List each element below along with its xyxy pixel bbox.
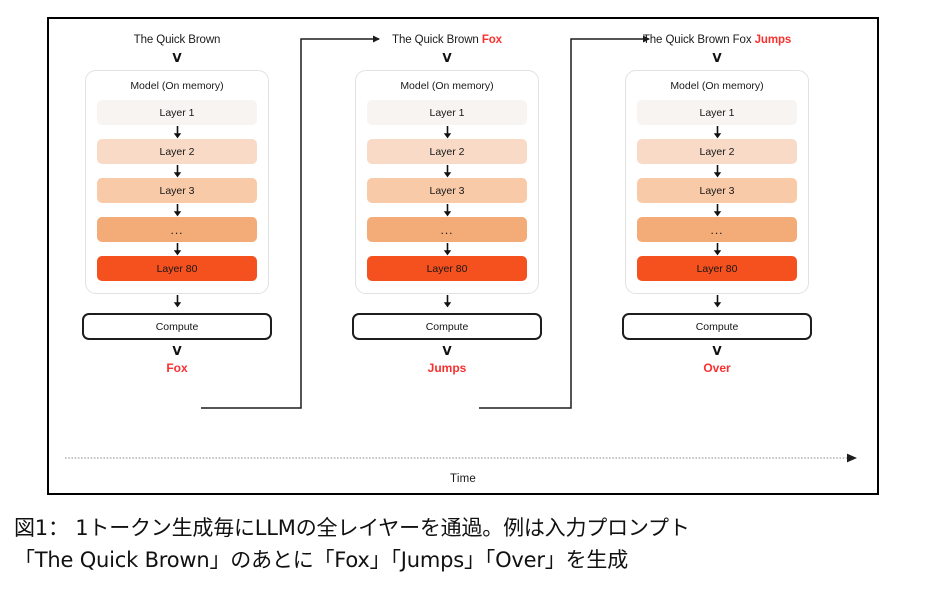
column-3-compute-box: Compute	[622, 313, 812, 340]
caption-line-2: 「The Quick Brown」のあとに「Fox」「Jumps」「Over」を…	[14, 548, 629, 572]
layer-row: ...	[637, 217, 797, 242]
time-axis-label: Time	[450, 473, 476, 485]
layer-row: Layer 80	[637, 256, 797, 281]
arrow-down-icon	[637, 242, 797, 256]
column-3-prompt-header: The Quick Brown Fox Jumps	[607, 33, 827, 47]
caption-line-1: 図1： 1トークン生成毎にLLMの全レイヤーを通過。例は入力プロンプト	[14, 516, 690, 540]
chevron-down-icon: V	[442, 51, 452, 65]
chevron-down-icon: V	[712, 344, 722, 358]
generation-step-column-3: The Quick Brown Fox Jumps V Model (On me…	[607, 33, 827, 376]
arrow-down-icon	[607, 294, 827, 308]
arrow-down-icon	[367, 164, 527, 178]
chevron-down-icon: V	[172, 344, 182, 358]
layer-row: Layer 2	[637, 139, 797, 164]
arrow-down-icon	[97, 164, 257, 178]
arrow-down-icon	[337, 294, 557, 308]
layer-row: Layer 1	[637, 100, 797, 125]
layer-row: Layer 1	[367, 100, 527, 125]
arrow-down-icon	[637, 125, 797, 139]
figure-frame: The Quick Brown V Model (On memory) Laye…	[47, 17, 879, 495]
chevron-down-icon: V	[172, 51, 182, 65]
generation-step-column-2: The Quick Brown Fox V Model (On memory) …	[337, 33, 557, 376]
column-2-new-token: Fox	[481, 34, 502, 46]
column-2-compute-box: Compute	[352, 313, 542, 340]
arrow-down-icon	[97, 125, 257, 139]
column-2-model-panel: Model (On memory) Layer 1 Layer 2 Layer …	[355, 70, 539, 294]
layer-row: Layer 80	[367, 256, 527, 281]
arrow-down-icon	[637, 203, 797, 217]
figure-caption: 図1： 1トークン生成毎にLLMの全レイヤーを通過。例は入力プロンプト 「The…	[14, 512, 924, 576]
layer-row: Layer 3	[97, 178, 257, 203]
layer-row: Layer 3	[637, 178, 797, 203]
column-2-prompt-prefix: The Quick Brown	[392, 34, 482, 46]
layer-row: ...	[97, 217, 257, 242]
arrow-down-icon	[637, 164, 797, 178]
column-2-prompt-header: The Quick Brown Fox	[337, 33, 557, 47]
layer-row: Layer 2	[367, 139, 527, 164]
chevron-down-icon: V	[712, 51, 722, 65]
column-1-output-token: Fox	[166, 361, 188, 375]
column-1-model-panel: Model (On memory) Layer 1 Layer 2 Layer …	[85, 70, 269, 294]
arrow-down-icon	[67, 294, 287, 308]
time-axis: Time	[65, 453, 861, 485]
arrow-down-icon	[97, 242, 257, 256]
column-1-model-title: Model (On memory)	[130, 80, 224, 92]
arrow-down-icon	[367, 125, 527, 139]
column-1-prompt-header: The Quick Brown	[67, 33, 287, 47]
arrow-down-icon	[367, 242, 527, 256]
column-3-new-token: Jumps	[754, 34, 792, 46]
column-1-prompt-prefix: The Quick Brown	[133, 34, 221, 46]
column-1-compute-box: Compute	[82, 313, 272, 340]
chevron-down-icon: V	[442, 344, 452, 358]
arrow-down-icon	[97, 203, 257, 217]
layer-row: Layer 3	[367, 178, 527, 203]
layer-row: Layer 2	[97, 139, 257, 164]
column-2-output-token: Jumps	[427, 361, 467, 375]
layer-row: Layer 80	[97, 256, 257, 281]
column-3-prompt-prefix: The Quick Brown Fox	[642, 34, 755, 46]
arrow-down-icon	[367, 203, 527, 217]
column-3-output-token: Over	[703, 361, 731, 375]
layer-row: Layer 1	[97, 100, 257, 125]
generation-step-column-1: The Quick Brown V Model (On memory) Laye…	[67, 33, 287, 376]
column-3-model-panel: Model (On memory) Layer 1 Layer 2 Layer …	[625, 70, 809, 294]
column-3-model-title: Model (On memory)	[670, 80, 764, 92]
column-2-model-title: Model (On memory)	[400, 80, 494, 92]
layer-row: ...	[367, 217, 527, 242]
